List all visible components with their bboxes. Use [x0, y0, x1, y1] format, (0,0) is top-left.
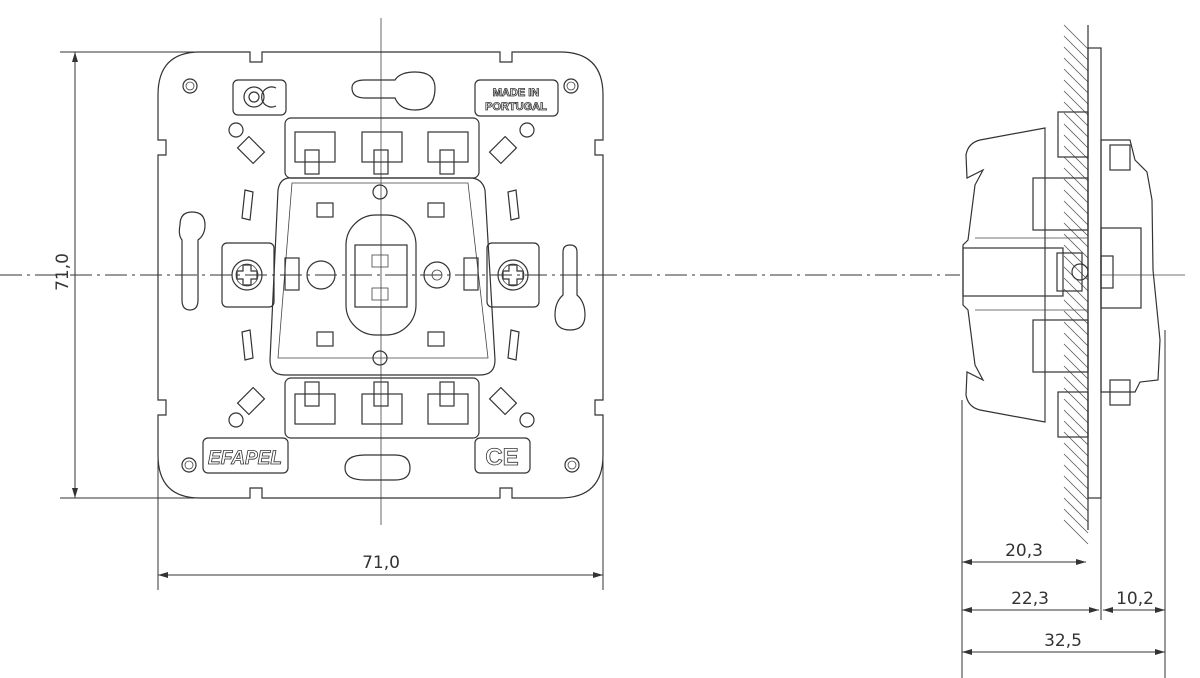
hatch-line — [1063, 486, 1089, 512]
hatch-line — [1063, 464, 1089, 490]
depth-to-plate-label: 22,3 — [1011, 589, 1049, 609]
hatch-line — [1063, 35, 1089, 61]
ce-mark: CE — [474, 437, 531, 474]
hatch-line — [1063, 57, 1089, 83]
corner-clips — [236, 135, 520, 416]
hatch-line — [1063, 310, 1089, 336]
width-label: 71,0 — [362, 553, 400, 573]
hatch-line — [1063, 497, 1089, 523]
hatch-line — [1063, 145, 1089, 171]
hatch-line — [1063, 156, 1089, 182]
front-view: MADE IN PORTUGAL EFAPEL CE — [0, 18, 960, 525]
wall-hatching — [1063, 24, 1089, 545]
keyhole-slots — [178, 71, 586, 481]
hatch-line — [1063, 431, 1089, 457]
hatch-line — [1063, 123, 1089, 149]
hatch-line — [1063, 46, 1089, 72]
side-body-front — [1100, 139, 1161, 393]
front-projection-label: 10,2 — [1116, 589, 1154, 609]
hatch-line — [1063, 519, 1089, 545]
depth-to-wall-label: 20,3 — [1005, 541, 1043, 561]
efapel-logo: EFAPEL — [202, 437, 289, 474]
pilot-hole-right — [423, 261, 451, 289]
hatch-line — [1063, 365, 1089, 391]
dimension-height: 71,0 — [53, 51, 200, 499]
ce-text: CE — [485, 444, 518, 471]
hatch-line — [1063, 79, 1089, 105]
made-in-text: MADE IN — [493, 87, 540, 99]
hatch-line — [1063, 321, 1089, 347]
side-dimensions: 20,3 22,3 10,2 32,5 — [961, 330, 1166, 678]
portugal-text: PORTUGAL — [485, 101, 547, 113]
hatch-line — [1063, 288, 1089, 314]
hatch-line — [1063, 90, 1089, 116]
efapel-text: EFAPEL — [208, 448, 282, 469]
dimension-width: 71,0 — [157, 455, 604, 590]
hatch-line — [1063, 222, 1089, 248]
hatch-line — [1063, 475, 1089, 501]
hatch-line — [1063, 332, 1089, 358]
hatch-line — [1063, 343, 1089, 369]
side-body-rear — [962, 127, 1046, 423]
screw-left — [221, 242, 275, 308]
hatch-line — [1063, 277, 1089, 303]
hatch-line — [1063, 189, 1089, 215]
made-in-portugal-mark: MADE IN PORTUGAL — [474, 79, 559, 117]
hatch-line — [1063, 442, 1089, 468]
hatch-line — [1063, 178, 1089, 204]
switch-body — [269, 177, 496, 376]
height-label: 71,0 — [53, 253, 73, 291]
side-plate — [1087, 47, 1102, 499]
corner-holes — [181, 78, 580, 473]
mounting-plate — [157, 51, 604, 499]
screw-right — [486, 242, 540, 308]
hatch-line — [1063, 24, 1089, 50]
hatch-line — [1063, 420, 1089, 446]
certification-mark — [232, 79, 287, 116]
side-front-detail — [1100, 144, 1142, 406]
hatch-line — [1063, 211, 1089, 237]
hatch-line — [1063, 200, 1089, 226]
hatch-line — [1063, 167, 1089, 193]
terminal-block-bottom — [284, 377, 480, 439]
side-view — [962, 24, 1185, 545]
hatch-line — [1063, 68, 1089, 94]
hatch-line — [1063, 112, 1089, 138]
hatch-line — [1063, 508, 1089, 534]
hatch-line — [1063, 255, 1089, 281]
hatch-line — [1063, 101, 1089, 127]
hatch-line — [1063, 134, 1089, 160]
pilot-hole-left — [306, 260, 336, 290]
terminal-block-top — [284, 117, 480, 179]
total-depth-label: 32,5 — [1044, 631, 1082, 651]
hatch-line — [1063, 453, 1089, 479]
hatch-line — [1063, 409, 1089, 435]
rocker-slot — [345, 214, 417, 336]
hatch-line — [1063, 354, 1089, 380]
side-body-detail — [962, 111, 1089, 438]
hatch-line — [1063, 398, 1089, 424]
hatch-line — [1063, 376, 1089, 402]
